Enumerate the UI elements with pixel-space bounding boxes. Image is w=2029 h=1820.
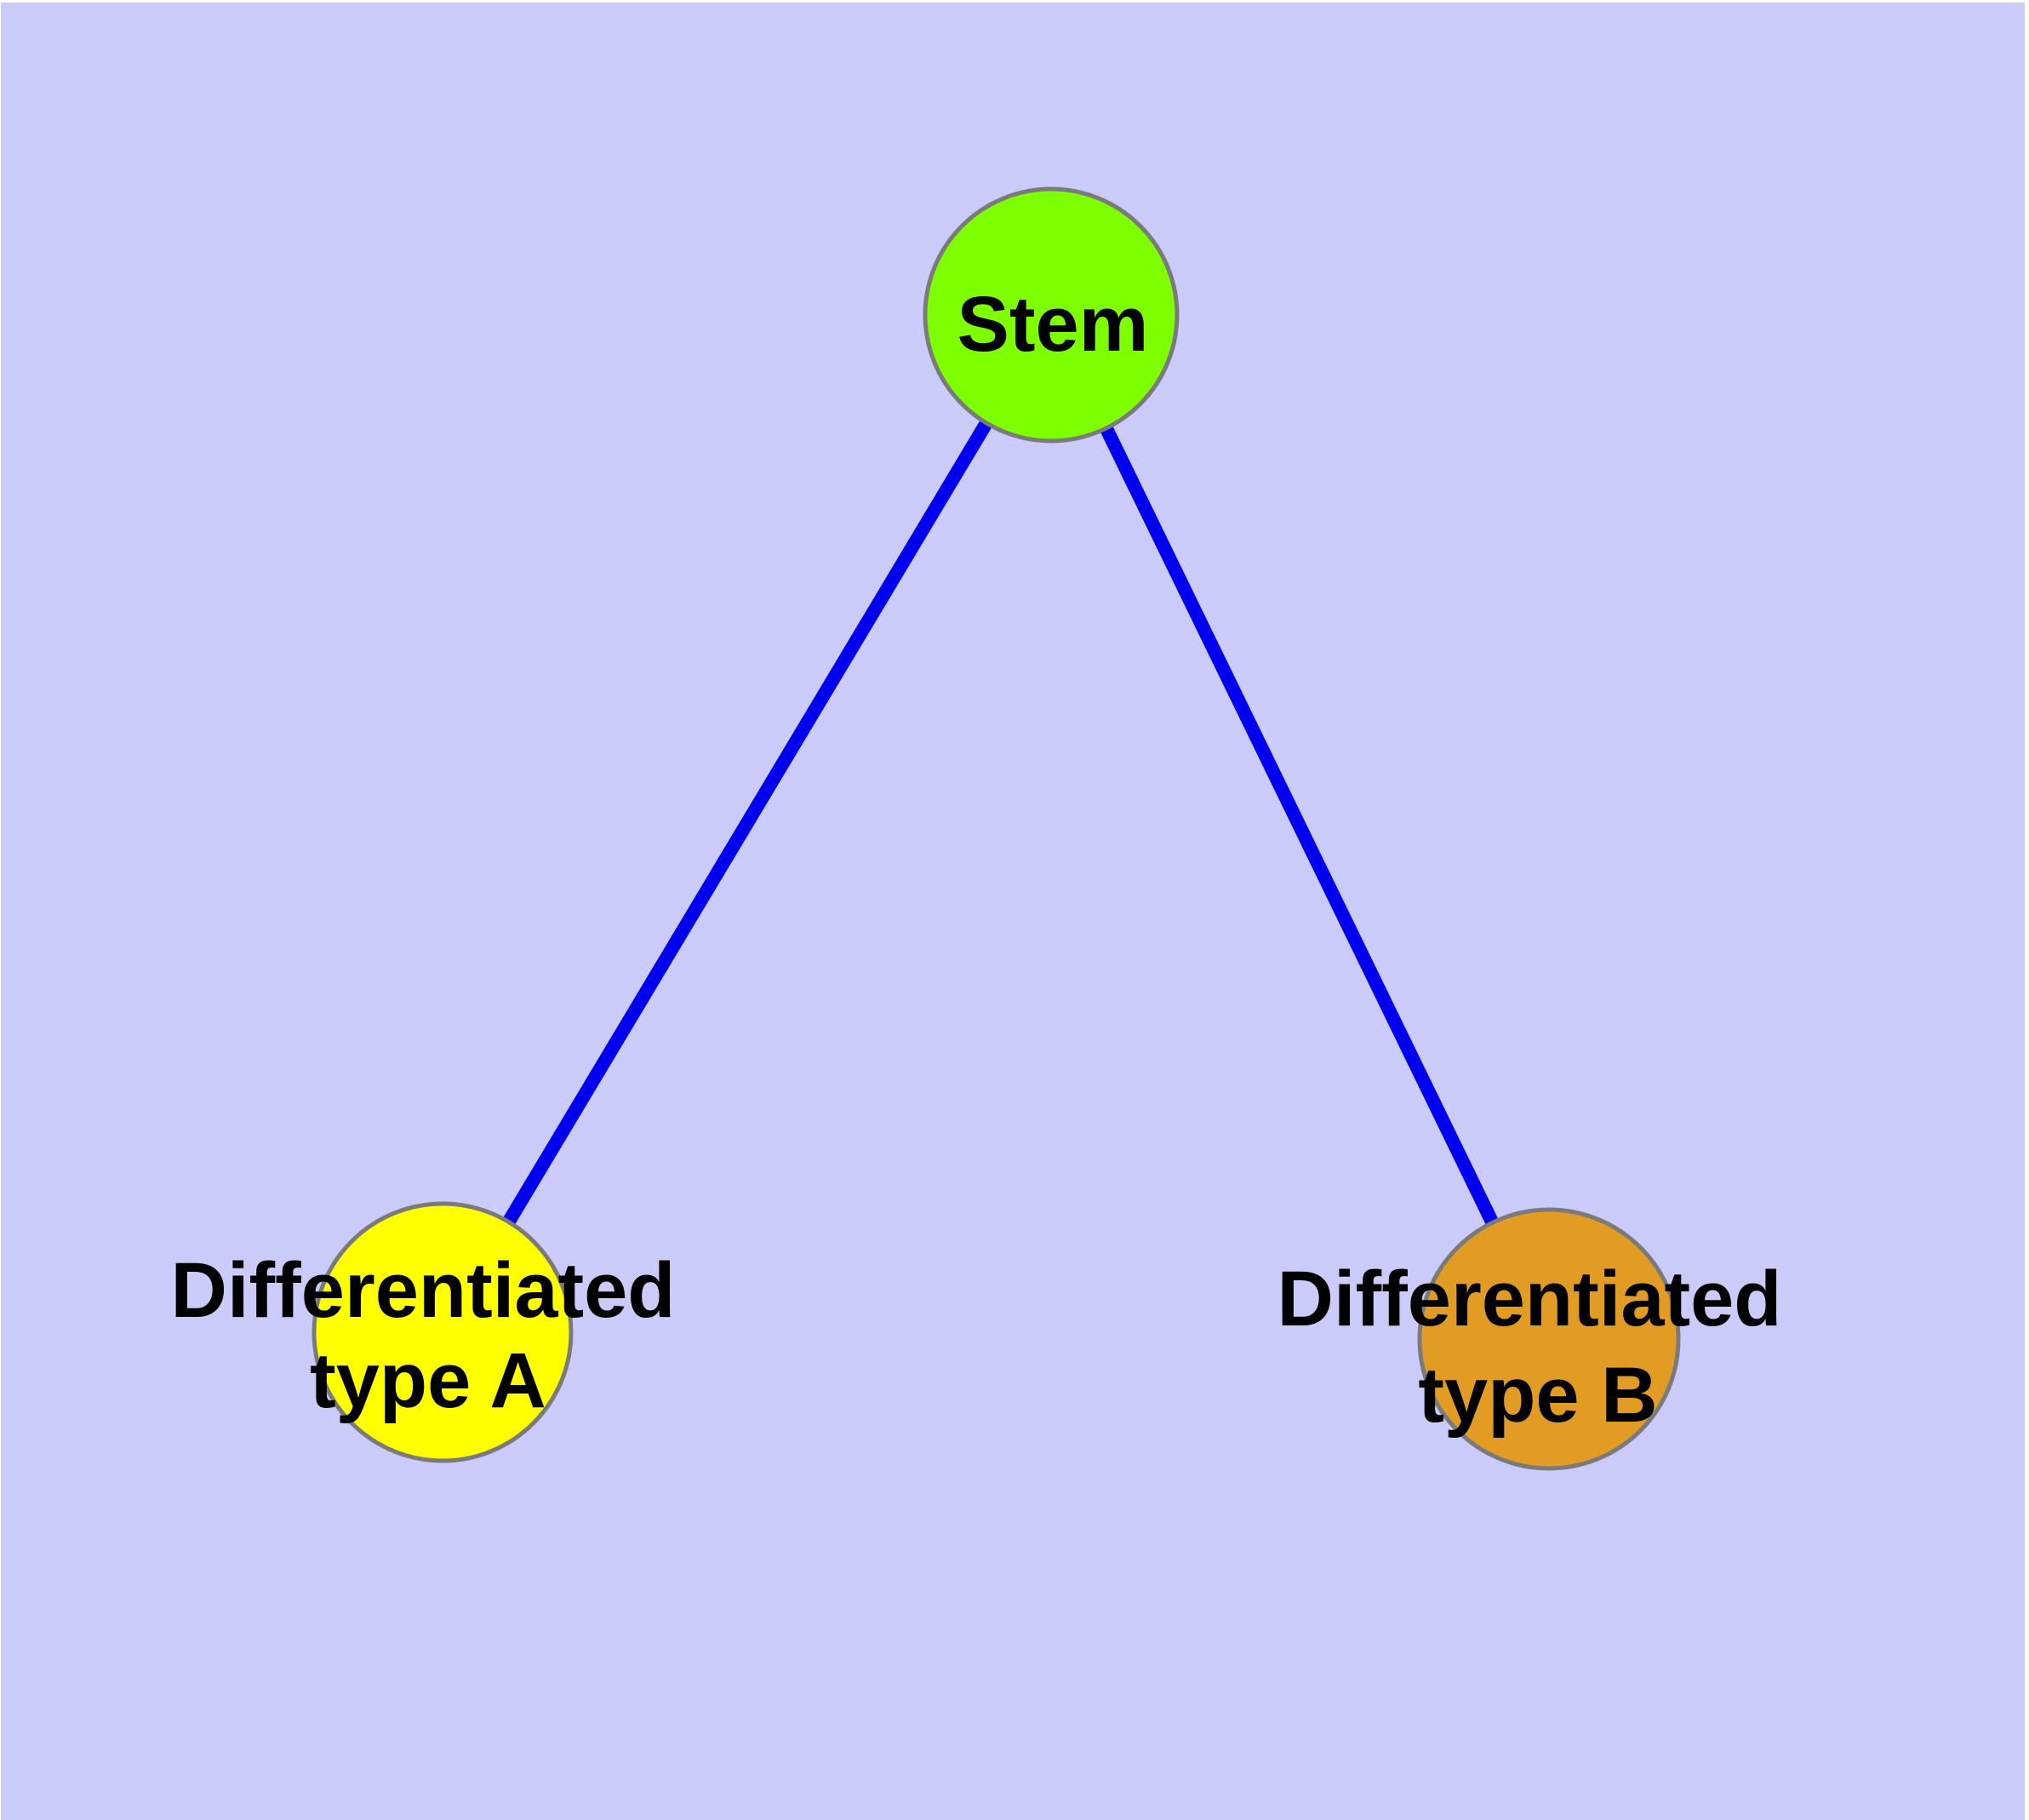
node-type-b-label-line1: Differentiated [1277,1256,1782,1342]
edge-stem-to-type-b [1044,312,1556,1342]
node-stem-label: Stem [957,281,1149,368]
node-differentiated-type-b [1417,1207,1681,1471]
node-differentiated-type-a [311,1201,574,1463]
edge-stem-to-type-a [437,311,1057,1336]
node-stem [923,186,1180,444]
node-type-a-label-line1: Differentiated [171,1247,676,1334]
node-type-a-label-line2: type A [310,1337,546,1424]
node-type-b-label-line2: type B [1418,1352,1657,1439]
